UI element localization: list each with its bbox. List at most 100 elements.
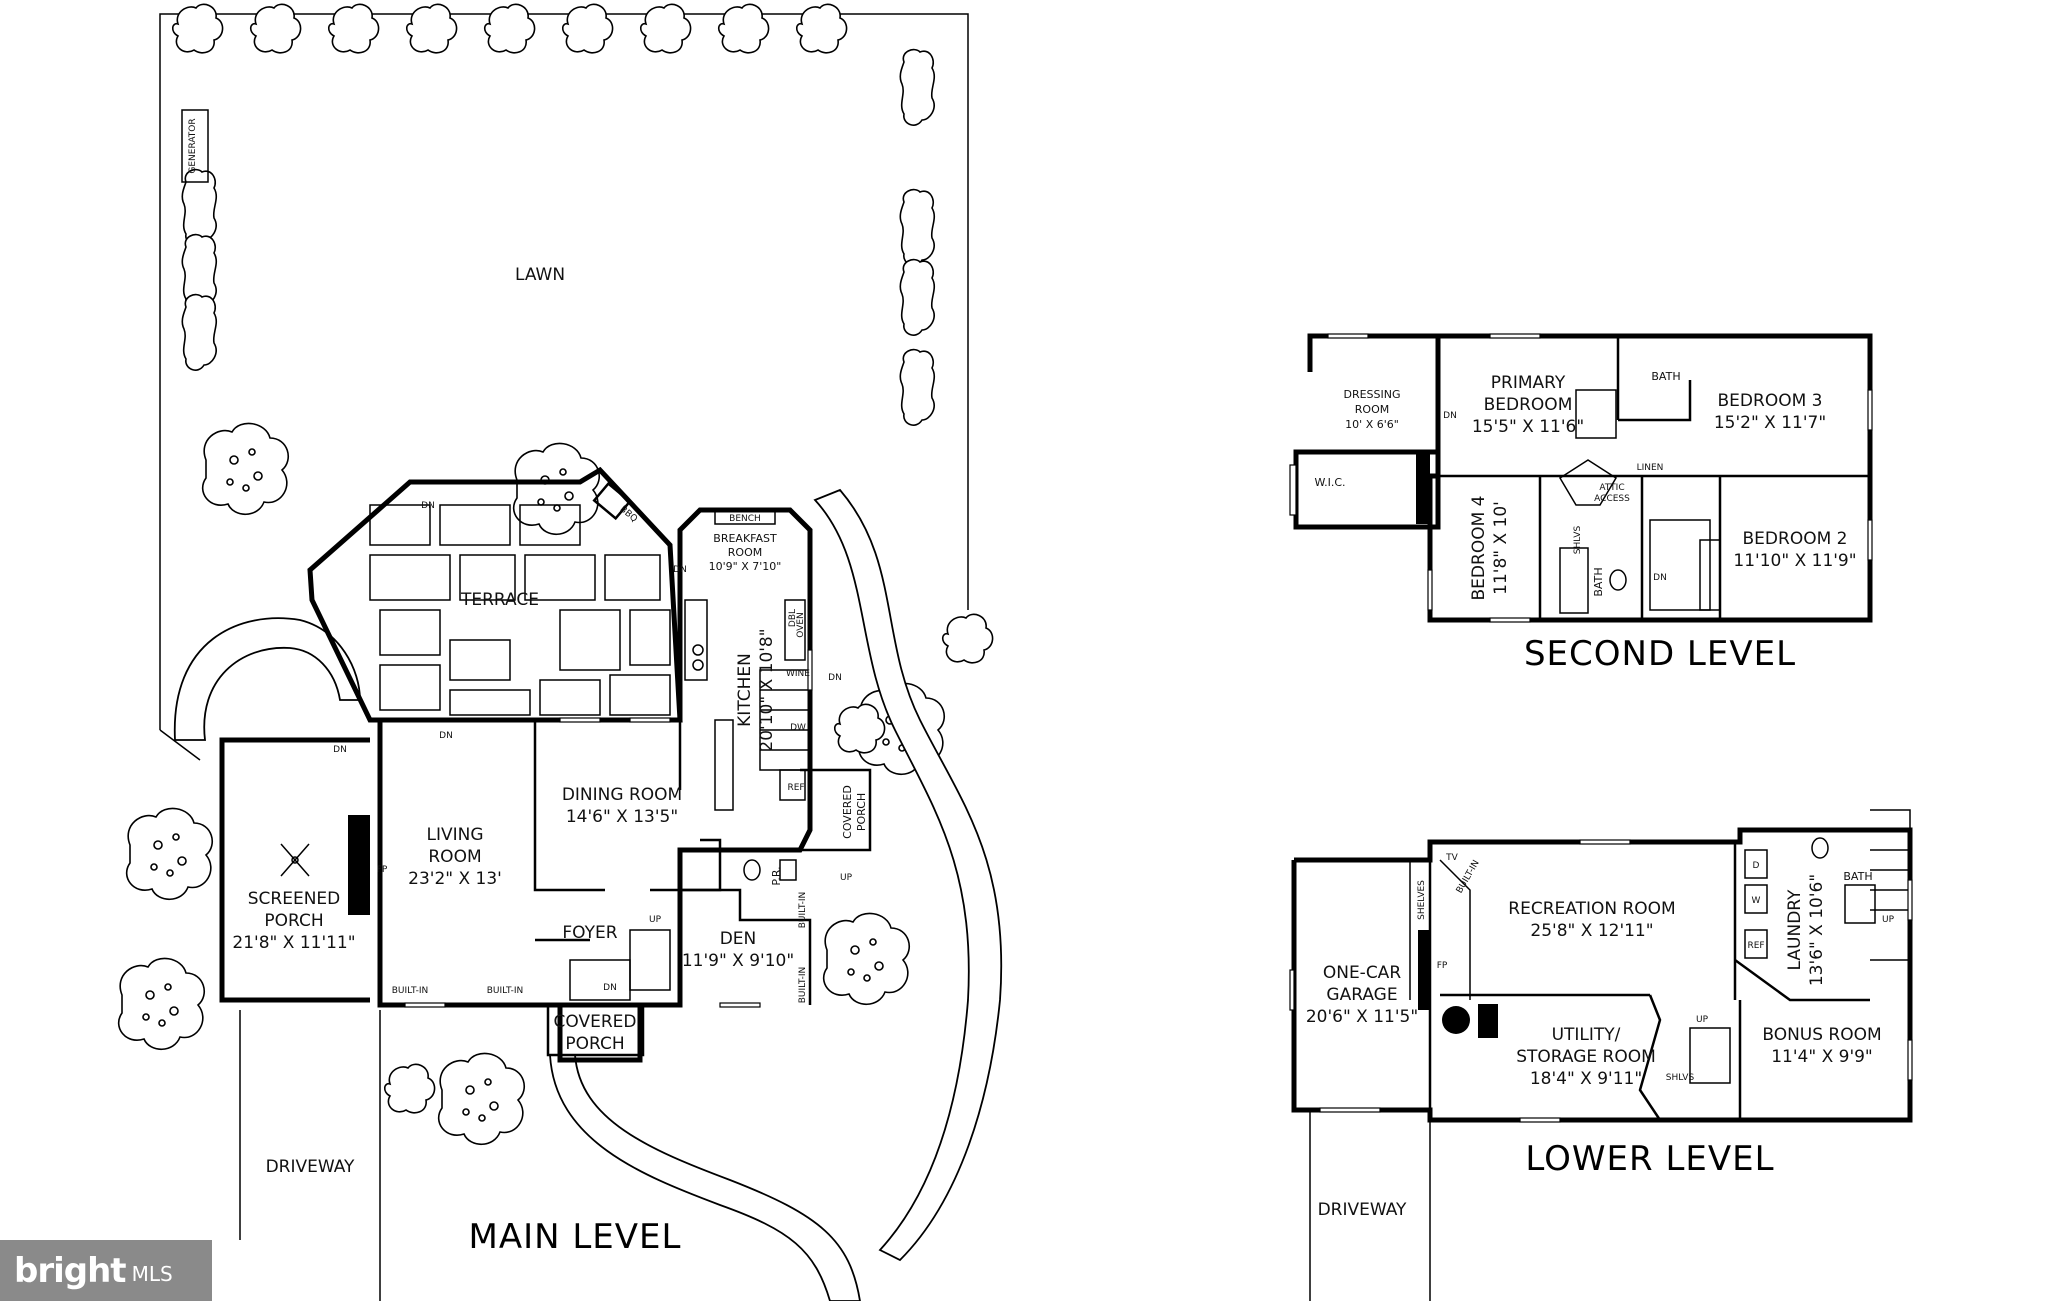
covered-side-porch-label: COVERED — [841, 785, 854, 839]
utility-room-label: UTILITY/ — [1552, 1025, 1621, 1045]
main-level-title: MAIN LEVEL — [469, 1217, 682, 1257]
hall-bath-label: BATH — [1592, 567, 1605, 596]
shlvs-lower-label: SHLVS — [1666, 1073, 1695, 1083]
living-room-dims: 23'2" X 13' — [408, 869, 502, 889]
breakfast-room-label: BREAKFAST — [713, 532, 777, 545]
shlvs-second-label: SHLVS — [1573, 526, 1583, 555]
bedroom-4-dims: 11'8" X 10' — [1491, 501, 1511, 595]
attic-access-label: ATTIC — [1599, 483, 1624, 493]
bench-label: BENCH — [729, 514, 761, 524]
breakfast-room-label-2: ROOM — [728, 546, 762, 559]
up-lower-stair: UP — [1696, 1015, 1709, 1025]
dining-room-label: DINING ROOM — [562, 785, 682, 805]
dn-breakfast: DN — [673, 565, 687, 575]
kitchen-label: KITCHEN — [735, 653, 755, 727]
built-in-living-1: BUILT-IN — [392, 986, 429, 996]
dn-screened-porch: DN — [333, 745, 347, 755]
main-driveway-label: DRIVEWAY — [266, 1157, 355, 1177]
garage-dims: 20'6" X 11'5" — [1306, 1007, 1418, 1027]
ref-label: REF — [787, 783, 804, 793]
recreation-room-dims: 25'8" X 12'11" — [1530, 921, 1653, 941]
bonus-room-label: BONUS ROOM — [1762, 1025, 1881, 1045]
kitchen-dims: 20'10" X 10'8" — [757, 628, 777, 751]
dressing-room-label-2: ROOM — [1355, 403, 1389, 416]
den-dims: 11'9" X 9'10" — [682, 951, 794, 971]
garage-label-2: GARAGE — [1326, 985, 1397, 1005]
ref-lower-label: REF — [1747, 941, 1764, 951]
dw-label: DW — [790, 723, 806, 733]
foyer-label: FOYER — [562, 923, 617, 943]
primary-bedroom-label: PRIMARY — [1491, 373, 1566, 393]
main-level-plan: LAWN GENERATOR TERRACE BBQ BENCH BREAKFA… — [117, 3, 1003, 1301]
den-label: DEN — [720, 929, 757, 949]
screened-porch-dims: 21'8" X 11'11" — [232, 933, 355, 953]
dressing-room-label: DRESSING — [1343, 388, 1400, 401]
shrub-row — [171, 3, 848, 54]
garage-label: ONE-CAR — [1323, 963, 1401, 983]
covered-front-porch-label: COVERED — [554, 1012, 637, 1032]
utility-room-label-2: STORAGE ROOM — [1516, 1047, 1656, 1067]
bright-mls-logo: bright MLS — [0, 1240, 212, 1301]
logo-suffix: MLS — [131, 1261, 173, 1286]
built-in-living-2: BUILT-IN — [487, 986, 524, 996]
bedroom-3-label: BEDROOM 3 — [1718, 391, 1823, 411]
fireplace-label: FP — [377, 865, 388, 875]
attic-access-label-2: ACCESS — [1594, 494, 1630, 504]
logo-brand: bright — [14, 1250, 127, 1291]
second-level-title: SECOND LEVEL — [1524, 634, 1796, 674]
built-in-lower-label: BUILT-IN — [1455, 859, 1482, 896]
dn-foyer: DN — [603, 983, 617, 993]
powder-room-label: P.R. — [770, 866, 783, 885]
covered-front-porch-label-2: PORCH — [565, 1034, 624, 1054]
up-lower-exterior: UP — [1882, 915, 1895, 925]
screened-porch-label: SCREENED — [248, 889, 341, 909]
bonus-room-dims: 11'4" X 9'9" — [1771, 1047, 1873, 1067]
tv-label: TV — [1445, 853, 1458, 863]
built-in-den-2: BUILT-IN — [798, 967, 808, 1004]
second-level-plan: DRESSING ROOM 10' X 6'6" W.I.C. PRIMARY … — [1289, 333, 1873, 674]
primary-bath-label: BATH — [1651, 370, 1680, 383]
dbl-oven-label-2: OVEN — [796, 612, 806, 638]
dn-terrace-bottom: DN — [439, 731, 453, 741]
up-side-porch: UP — [840, 873, 853, 883]
laundry-label: LAUNDRY — [1785, 889, 1805, 970]
living-room-label-2: ROOM — [428, 847, 481, 867]
lower-level-title: LOWER LEVEL — [1525, 1139, 1774, 1179]
dn-dressing: DN — [1443, 411, 1457, 421]
covered-side-porch-label-2: PORCH — [855, 793, 868, 831]
dn-kitchen-stair: DN — [828, 673, 842, 683]
lower-driveway-label: DRIVEWAY — [1318, 1200, 1407, 1220]
laundry-dims: 13'6" X 10'6" — [1807, 874, 1827, 986]
wine-label: WINE — [786, 669, 810, 679]
built-in-den-1: BUILT-IN — [798, 892, 808, 929]
primary-bedroom-dims: 15'5" X 11'6" — [1472, 417, 1584, 437]
up-foyer: UP — [649, 915, 662, 925]
generator-label: GENERATOR — [188, 118, 198, 173]
bedroom-4-label: BEDROOM 4 — [1469, 496, 1489, 601]
dn-terrace-top: DN — [421, 501, 435, 511]
lawn-label: LAWN — [515, 265, 565, 285]
screened-porch-label-2: PORCH — [264, 911, 323, 931]
utility-room-dims: 18'4" X 9'11" — [1530, 1069, 1642, 1089]
dryer-label: D — [1753, 861, 1760, 871]
bedroom-2-dims: 11'10" X 11'9" — [1733, 551, 1856, 571]
shelves-label: SHELVES — [1417, 880, 1427, 920]
wic-label: W.I.C. — [1314, 476, 1345, 489]
dining-room-dims: 14'6" X 13'5" — [566, 807, 678, 827]
recreation-room-label: RECREATION ROOM — [1508, 899, 1675, 919]
bedroom-2-label: BEDROOM 2 — [1743, 529, 1848, 549]
lower-level-plan: ONE-CAR GARAGE 20'6" X 11'5" SHELVES TV … — [1289, 809, 1913, 1301]
primary-bedroom-label-2: BEDROOM — [1484, 395, 1573, 415]
living-room-label: LIVING — [426, 825, 483, 845]
linen-label: LINEN — [1637, 463, 1664, 473]
bedroom-3-dims: 15'2" X 11'7" — [1714, 413, 1826, 433]
washer-label: W — [1752, 896, 1761, 906]
fireplace-lower-label: FP — [1437, 961, 1448, 971]
breakfast-room-dims: 10'9" X 7'10" — [709, 560, 782, 573]
bath-lower-label: BATH — [1843, 870, 1872, 883]
dbl-oven-label: DBL — [788, 609, 798, 627]
dressing-room-dims: 10' X 6'6" — [1345, 418, 1399, 431]
terrace-flagstones — [369, 504, 671, 716]
terrace-label: TERRACE — [460, 590, 539, 610]
